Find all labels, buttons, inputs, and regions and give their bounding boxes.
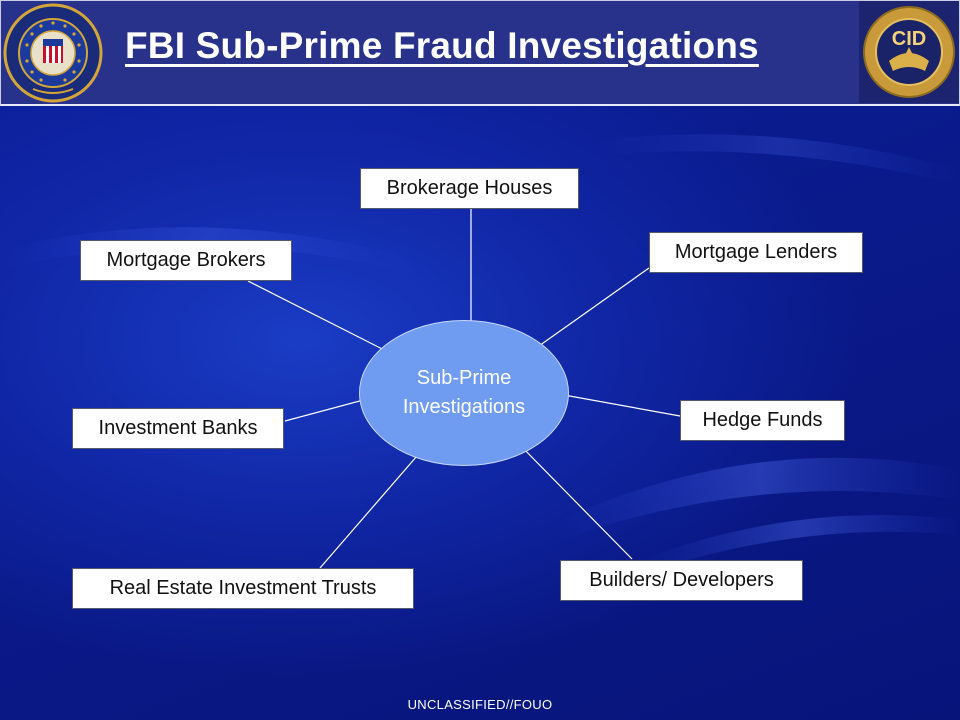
fbi-seal-icon: [3, 3, 103, 103]
node-builders-developers: Builders/ Developers: [560, 560, 803, 601]
node-real-estate-investment-trusts: Real Estate Investment Trusts: [72, 568, 414, 609]
slide-header: FBI Sub-Prime Fraud Investigations CID: [0, 0, 960, 106]
cid-seal-icon: CID: [859, 1, 959, 103]
arrow-real-estate-investment-trusts: [319, 440, 431, 569]
page-title: FBI Sub-Prime Fraud Investigations: [125, 25, 759, 66]
node-mortgage-brokers: Mortgage Brokers: [80, 240, 292, 281]
classification-marking: UNCLASSIFIED//FOUO: [407, 697, 553, 712]
node-investment-banks: Investment Banks: [72, 408, 284, 449]
cid-seal-label: CID: [892, 28, 926, 50]
arrow-hedge-funds: [552, 389, 681, 417]
arrow-mortgage-lenders: [528, 267, 650, 354]
center-node-line-2: Investigations: [402, 396, 526, 418]
center-node-line-1: Sub-Prime: [416, 367, 512, 389]
center-node-sub-prime-investigations: Sub-Prime Investigations: [359, 320, 569, 466]
arrow-mortgage-brokers: [247, 280, 403, 360]
arrow-builders-developers: [513, 438, 633, 560]
node-mortgage-lenders: Mortgage Lenders: [649, 232, 863, 273]
node-brokerage-houses: Brokerage Houses: [360, 168, 579, 209]
node-hedge-funds: Hedge Funds: [680, 400, 845, 441]
